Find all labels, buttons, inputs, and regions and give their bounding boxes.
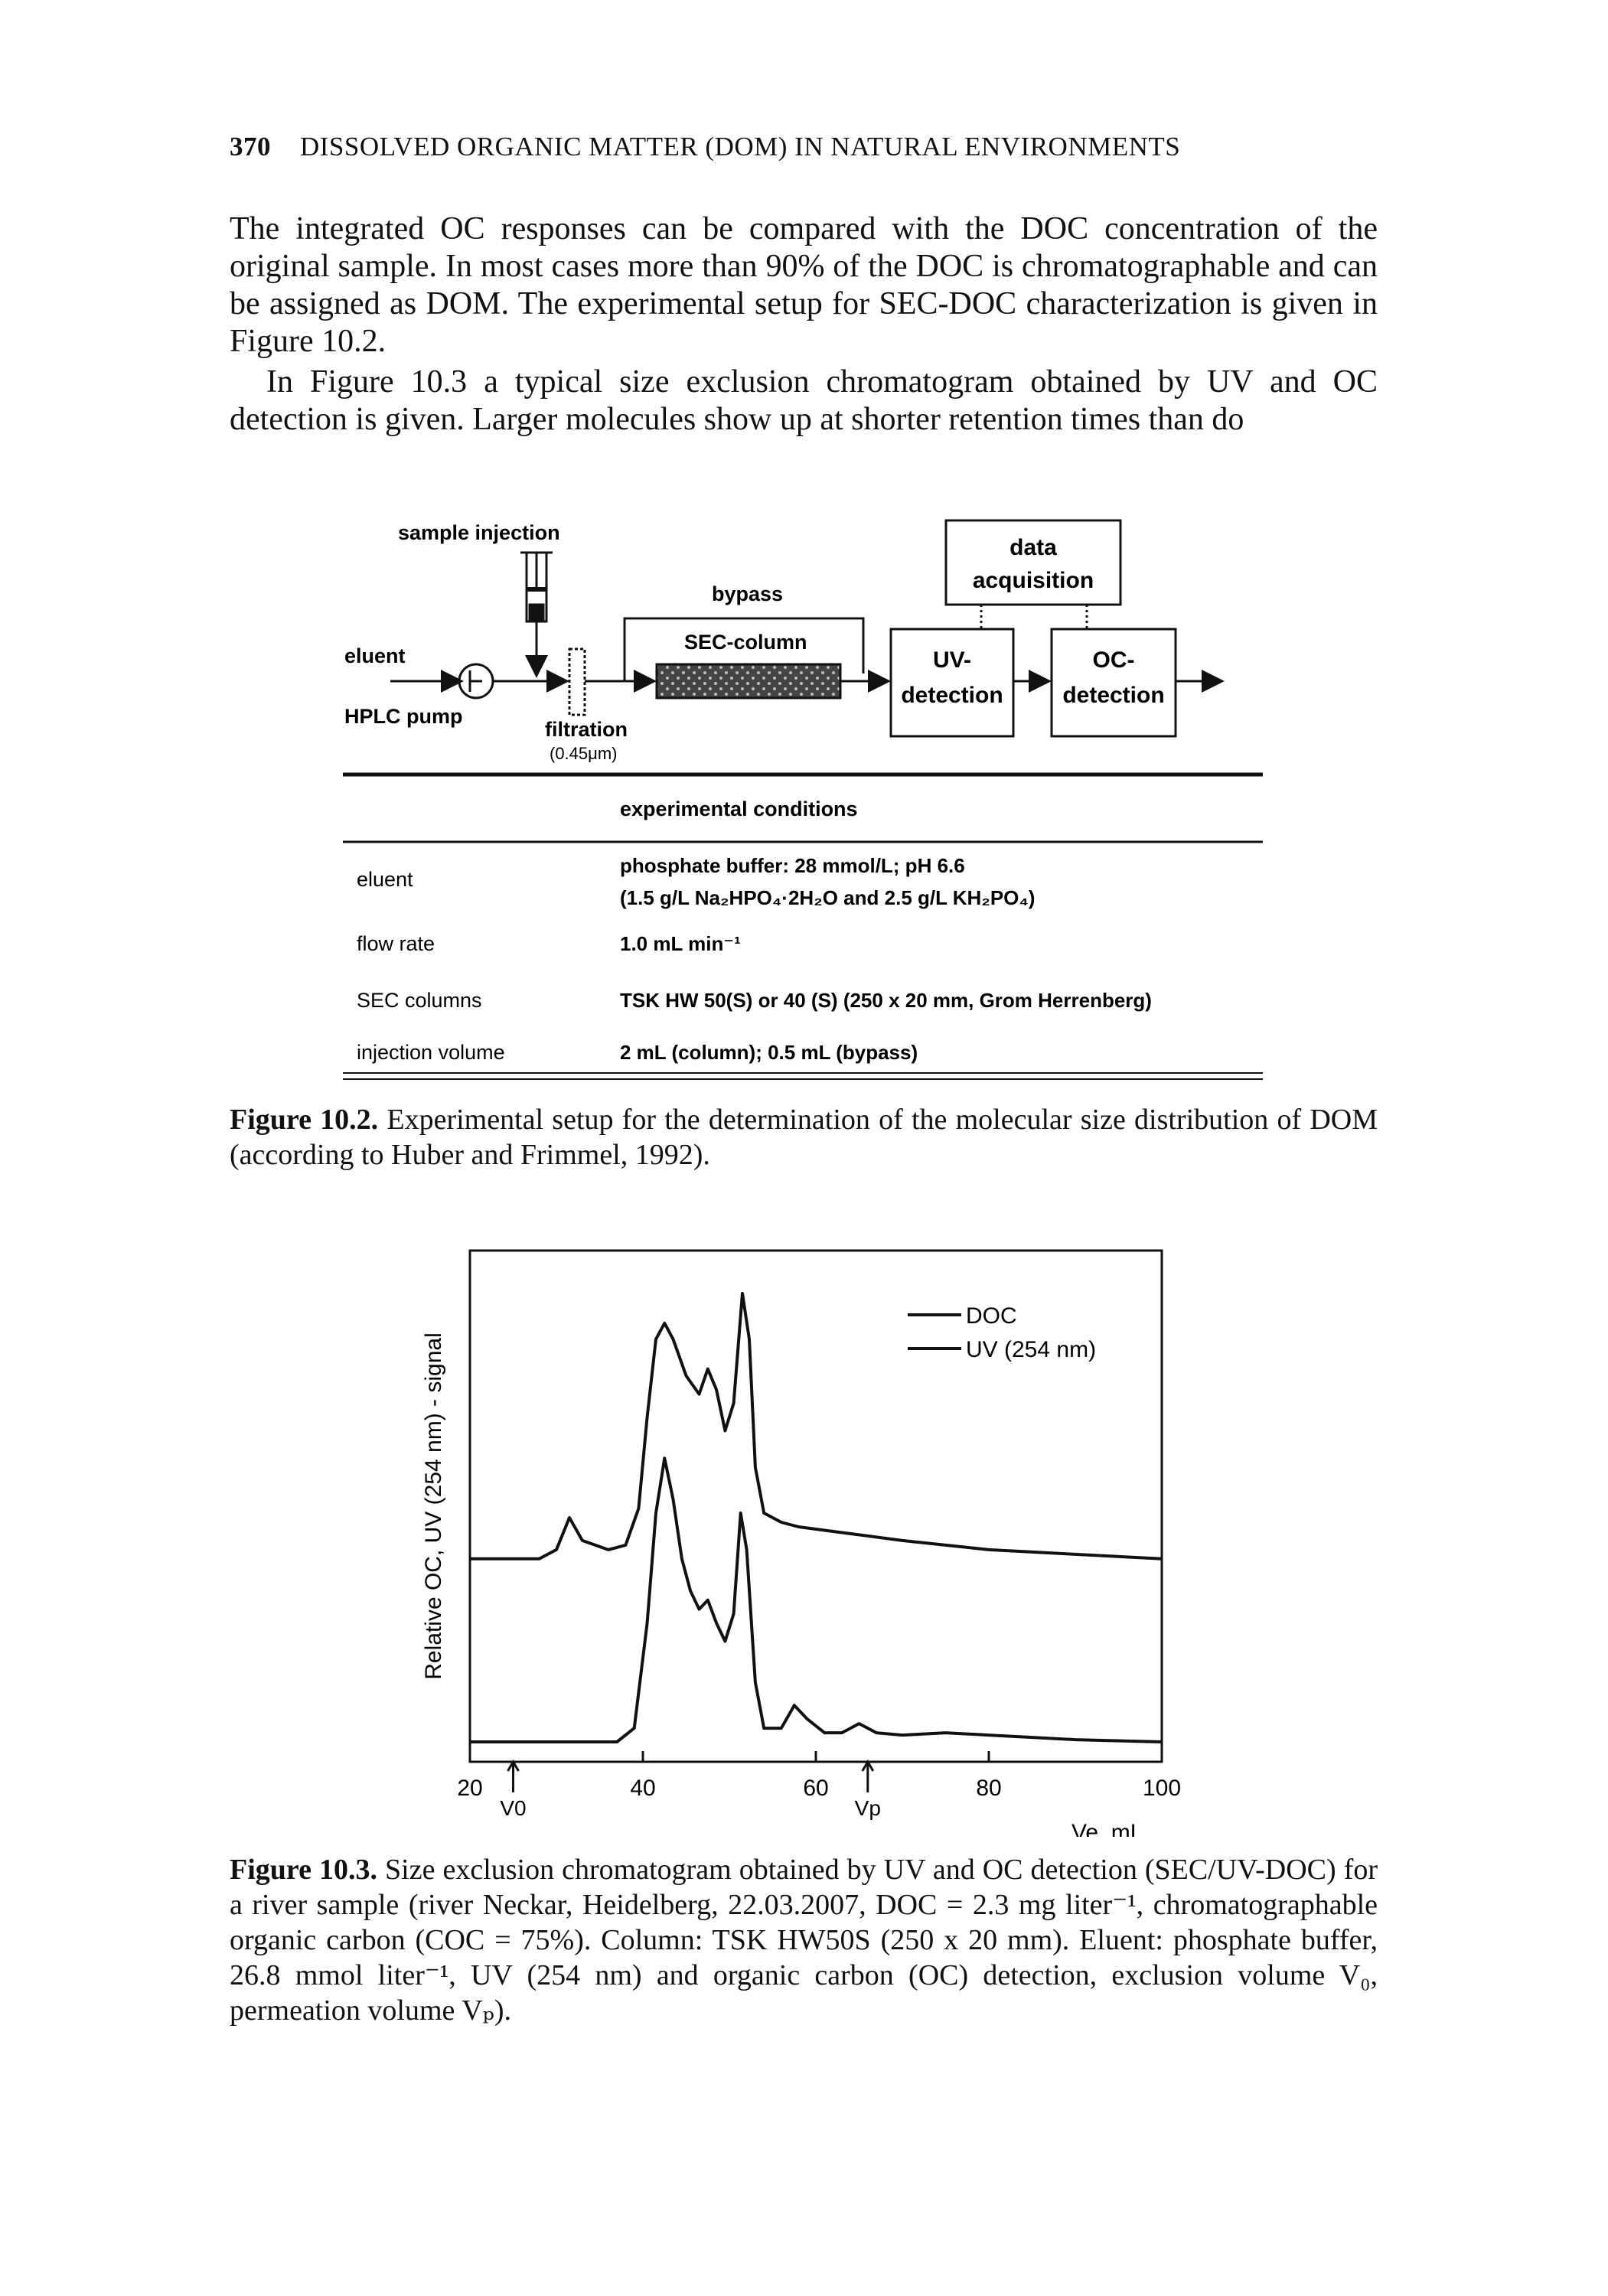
data-acquisition-label-1: data (1009, 535, 1057, 560)
x-tick-label: 20 (457, 1776, 482, 1801)
annotation-arrow-v0 (507, 1760, 520, 1792)
legend: DOC UV (254 nm) (908, 1303, 1096, 1362)
uv-detection-label-2: detection (901, 683, 1003, 708)
x-axis-label: Ve, mL (1071, 1820, 1143, 1837)
setup-diagram: sample injection eluent HPLC pump filtra… (343, 519, 1263, 1080)
table-row-label: injection volume (357, 1041, 505, 1064)
page-number: 370 (230, 132, 271, 161)
figure-10-3-caption: Figure 10.3. Size exclusion chromatogram… (230, 1852, 1378, 2028)
body-paragraph-2-text: In Figure 10.3 a typical size exclusion … (230, 364, 1378, 437)
running-title: DISSOLVED ORGANIC MATTER (DOM) IN NATURA… (300, 132, 1181, 161)
filtration-size-label: (0.45μm) (550, 744, 617, 763)
oc-detection-box (1050, 628, 1177, 738)
series-line-doc (470, 1292, 1163, 1561)
uv-detection-box (889, 628, 1015, 738)
body-paragraph-1: The integrated OC responses can be compa… (230, 211, 1378, 359)
x-tick-label: 60 (803, 1776, 828, 1801)
data-acquisition-box (944, 519, 1122, 606)
table-row-label: flow rate (357, 932, 435, 955)
sample-injection-label: sample injection (398, 521, 560, 544)
legend-label-uv: UV (254 nm) (966, 1337, 1096, 1362)
figure-10-3-caption-text: Size exclusion chromatogram obtained by … (230, 1854, 1378, 2027)
table-heading: experimental conditions (620, 797, 858, 820)
series-layer (470, 1292, 1163, 1743)
conditions-table: experimental conditions eluent phosphate… (343, 772, 1263, 1080)
annotation-label-vp: Vp (855, 1796, 881, 1820)
table-row-value: 2 mL (column); 0.5 mL (bypass) (620, 1041, 918, 1064)
x-tick-label: 80 (976, 1776, 1001, 1801)
annotation-arrow-vp (861, 1760, 875, 1792)
series-line-uv-254-nm (470, 1456, 1163, 1743)
figure-10-2-caption-text: Experimental setup for the determination… (230, 1104, 1378, 1171)
sec-column-label: SEC-column (684, 631, 807, 654)
filtration-label: filtration (545, 718, 628, 741)
bypass-line (623, 617, 865, 681)
body-paragraph-2: In Figure 10.3 a typical size exclusion … (230, 364, 1378, 439)
eluent-label: eluent (344, 644, 406, 667)
table-row-label: SEC columns (357, 989, 482, 1012)
data-acquisition-label-2: acquisition (973, 568, 1094, 593)
figure-10-2-caption-label: Figure 10.2. (230, 1104, 379, 1136)
table-row-value: phosphate buffer: 28 mmol/L; pH 6.6 (620, 854, 965, 877)
figure-10-3-caption-label: Figure 10.3. (230, 1854, 377, 1886)
running-head: 370 DISSOLVED ORGANIC MATTER (DOM) IN NAT… (230, 132, 1378, 162)
table-row-value: TSK HW 50(S) or 40 (S) (250 x 20 mm, Gro… (620, 989, 1152, 1012)
plot-frame (468, 1249, 1163, 1763)
injector-icon (520, 551, 553, 658)
oc-detection-label-1: OC- (1093, 647, 1135, 673)
figure-10-2-caption: Figure 10.2. Experimental setup for the … (230, 1102, 1378, 1172)
table-row-value-2: (1.5 g/L Na₂HPO₄·2H₂O and 2.5 g/L KH₂PO₄… (620, 886, 1035, 909)
legend-label-doc: DOC (966, 1303, 1017, 1329)
x-tick-label: 40 (630, 1776, 655, 1801)
uv-detection-label-1: UV- (933, 647, 971, 673)
hplc-pump-label: HPLC pump (344, 705, 463, 728)
y-axis-label: Relative OC, UV (254 nm) - signal (421, 1332, 446, 1680)
bypass-label: bypass (712, 582, 783, 605)
x-tick-label: 100 (1143, 1776, 1181, 1801)
table-row-label: eluent (357, 868, 413, 891)
annotation-label-v0: V0 (500, 1796, 526, 1820)
oc-detection-label-2: detection (1062, 683, 1164, 708)
table-row-value: 1.0 mL min⁻¹ (620, 932, 741, 955)
